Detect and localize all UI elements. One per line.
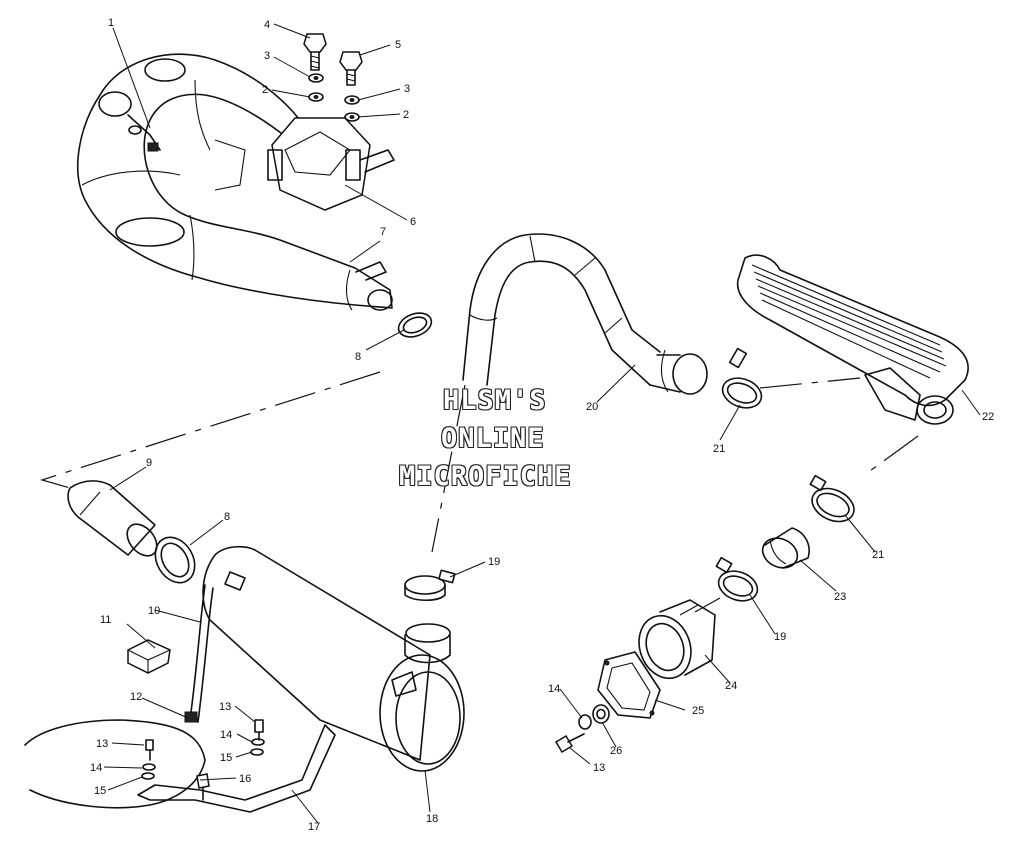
callout-19a: 19	[488, 556, 500, 568]
bolt-4	[303, 33, 327, 71]
hose-clamp-8-upper	[397, 312, 433, 338]
muffler	[202, 545, 465, 772]
hose-clamp-21-lower	[809, 474, 855, 523]
callout-10: 10	[148, 605, 160, 617]
muffler-bracket	[24, 719, 336, 813]
callout-20: 20	[586, 401, 598, 413]
callout-12: 12	[130, 691, 142, 703]
callout-21a: 21	[713, 443, 725, 455]
callout-25: 25	[692, 705, 704, 717]
foam-pad	[127, 639, 171, 674]
callout-14c: 14	[548, 683, 560, 695]
callout-labels: 1 4 5 3 3 2 2 6 7 8 20 21 22 9 8 19 21 2…	[90, 17, 994, 833]
callout-19b: 19	[774, 631, 786, 643]
leader-lines	[103, 23, 981, 824]
assembly-lines	[39, 371, 919, 613]
callout-3b: 3	[404, 83, 410, 95]
hose-clamp-19-upper	[404, 569, 456, 602]
callout-21b: 21	[872, 549, 884, 561]
callout-23: 23	[834, 591, 846, 603]
callout-3a: 3	[264, 50, 270, 62]
callout-26: 26	[610, 745, 622, 757]
tailpipe-coupling	[67, 480, 158, 557]
expansion-chamber	[77, 53, 393, 311]
callout-15a: 15	[220, 752, 232, 764]
callout-13b: 13	[96, 738, 108, 750]
callout-15b: 15	[94, 785, 106, 797]
exhaust-manifold	[267, 117, 395, 211]
outlet-gasket	[597, 651, 661, 719]
hose-clamp-8-lower	[154, 536, 196, 584]
callout-4: 4	[264, 19, 270, 31]
callout-11: 11	[100, 614, 111, 626]
watermark-line-1: HLSM'S	[443, 385, 547, 416]
callout-5: 5	[395, 39, 401, 51]
bolt-5	[339, 51, 363, 86]
outlet-hardware	[554, 704, 610, 754]
temp-sensor	[98, 91, 161, 152]
exhaust-hose	[462, 233, 708, 395]
callout-24: 24	[725, 680, 737, 692]
callout-22: 22	[982, 411, 994, 423]
water-cooled-pipe	[736, 254, 969, 425]
muffler-strap	[184, 584, 214, 723]
callout-7: 7	[380, 226, 386, 238]
callout-2b: 2	[403, 109, 409, 121]
rubber-coupler	[761, 527, 810, 569]
hose-clamp-21-upper	[721, 347, 763, 409]
callout-6: 6	[410, 216, 416, 228]
hose-clamp-19-lower	[715, 556, 759, 602]
callout-16: 16	[239, 773, 251, 785]
watermark-line-3: MICROFICHE	[399, 461, 572, 492]
callout-13a: 13	[219, 701, 231, 713]
callout-8b: 8	[224, 511, 230, 523]
callout-2a: 2	[262, 84, 268, 96]
outlet-housing	[638, 599, 716, 680]
callout-9: 9	[146, 457, 152, 469]
washers	[308, 73, 360, 122]
callout-14b: 14	[90, 762, 102, 774]
lower-hardware	[141, 719, 265, 801]
watermark-line-2: ONLINE	[441, 423, 545, 454]
callout-8a: 8	[355, 351, 361, 363]
callout-1: 1	[108, 17, 114, 29]
callout-17: 17	[308, 821, 320, 833]
callout-14a: 14	[220, 729, 232, 741]
callout-18: 18	[426, 813, 438, 825]
callout-13c: 13	[593, 762, 605, 774]
